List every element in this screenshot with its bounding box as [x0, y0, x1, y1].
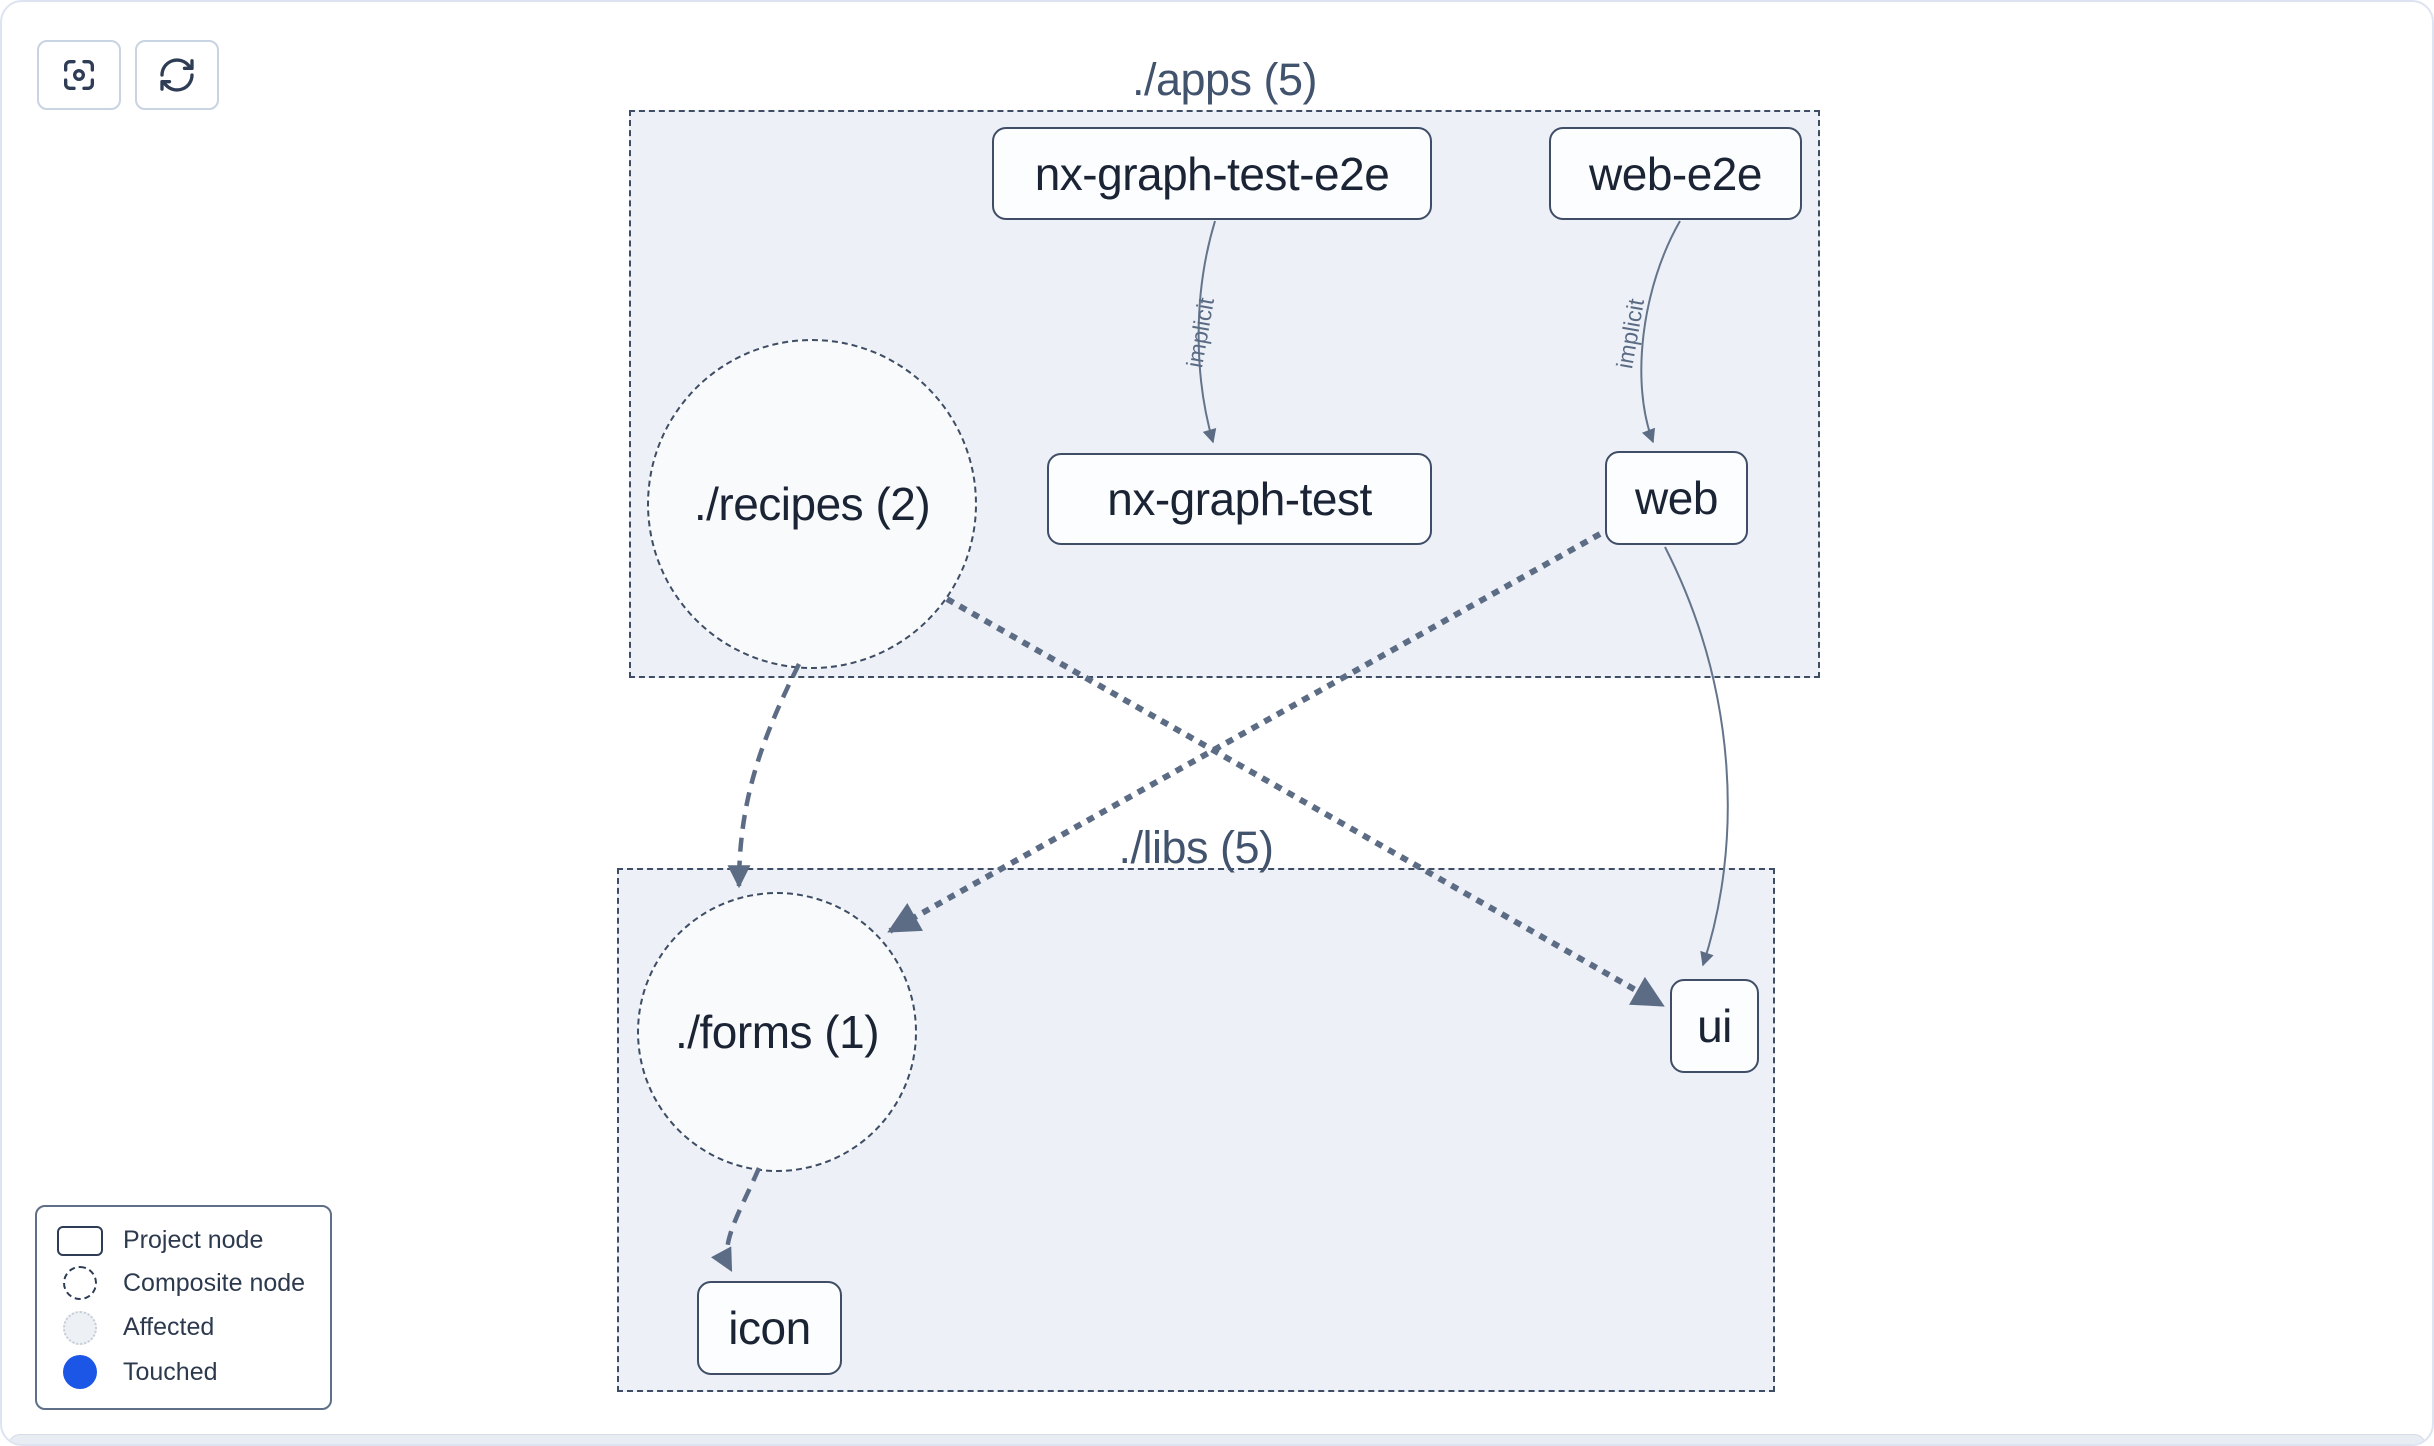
composite-node-forms-label: ./forms (1) [674, 1006, 880, 1058]
composite-node-recipes-label: ./recipes (2) [693, 478, 931, 530]
legend-item-affected: Affected [37, 1310, 330, 1345]
node-web-e2e[interactable]: web-e2e [1549, 127, 1802, 220]
legend-item-project-node: Project node [37, 1225, 330, 1256]
node-icon-label: icon [728, 1302, 811, 1354]
legend-label: Composite node [123, 1268, 306, 1297]
bottom-panel-edge [8, 1434, 2426, 1444]
legend-label: Affected [123, 1313, 215, 1342]
legend-label: Project node [123, 1226, 264, 1255]
node-web-e2e-label: web-e2e [1589, 147, 1762, 200]
node-ui[interactable]: ui [1670, 979, 1759, 1073]
legend: Project node Composite node Affected Tou… [35, 1205, 332, 1410]
node-nx-graph-test-e2e-label: nx-graph-test-e2e [1034, 147, 1390, 200]
refresh-icon [160, 58, 194, 92]
affected-swatch [37, 1310, 123, 1345]
node-nx-graph-test-label: nx-graph-test [1107, 473, 1372, 525]
group-apps-label: ./apps (5) [1131, 54, 1318, 105]
composite-node-forms[interactable]: ./forms (1) [637, 892, 917, 1172]
node-nx-graph-test-e2e[interactable]: nx-graph-test-e2e [992, 127, 1432, 220]
legend-item-touched: Touched [37, 1355, 330, 1390]
composite-node-recipes[interactable]: ./recipes (2) [647, 339, 977, 669]
node-web-label: web [1635, 472, 1718, 524]
focus-mode-button[interactable] [37, 40, 121, 110]
legend-item-composite-node: Composite node [37, 1266, 330, 1301]
node-nx-graph-test[interactable]: nx-graph-test [1047, 453, 1432, 545]
refresh-button[interactable] [135, 40, 219, 110]
focus-icon [64, 60, 95, 91]
composite-node-swatch [37, 1266, 123, 1301]
node-web[interactable]: web [1605, 451, 1748, 545]
touched-swatch [37, 1355, 123, 1390]
node-icon[interactable]: icon [697, 1281, 842, 1375]
toolbar [37, 40, 219, 110]
project-node-swatch [37, 1225, 123, 1256]
legend-label: Touched [123, 1357, 218, 1386]
group-libs-label: ./libs (5) [1118, 822, 1274, 873]
node-ui-label: ui [1697, 1000, 1732, 1052]
